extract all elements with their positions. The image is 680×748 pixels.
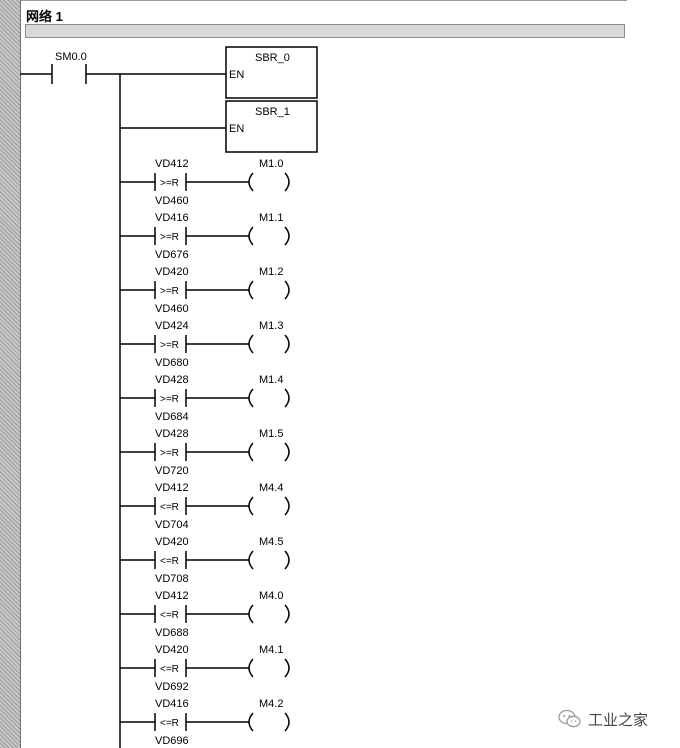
compare-input-2: VD692: [155, 681, 189, 693]
coil-label: M4.4: [259, 482, 283, 494]
compare-input-2: VD720: [155, 465, 189, 477]
coil-label: M1.5: [259, 428, 283, 440]
contact-sm0-0[interactable]: SM0.0: [20, 51, 120, 84]
output-coil[interactable]: M4.0: [248, 590, 290, 624]
compare-rung[interactable]: VD420 >=R VD460 M1.2: [120, 266, 290, 315]
compare-operator: <=R: [160, 502, 179, 513]
compare-rung[interactable]: VD412 <=R VD688 M4.0: [120, 590, 290, 639]
compare-rung[interactable]: VD412 <=R VD704 M4.4: [120, 482, 290, 531]
coil-label: M4.5: [259, 536, 283, 548]
compare-rung[interactable]: VD416 >=R VD676 M1.1: [120, 212, 290, 261]
compare-operator: >=R: [160, 394, 179, 405]
compare-input-1: VD416: [155, 698, 189, 710]
compare-input-1: VD412: [155, 482, 189, 494]
compare-input-1: VD428: [155, 374, 189, 386]
compare-input-1: VD416: [155, 212, 189, 224]
compare-operator: >=R: [160, 340, 179, 351]
compare-input-2: VD676: [155, 249, 189, 261]
compare-rung[interactable]: VD420 <=R VD708 M4.5: [120, 536, 290, 585]
compare-rung[interactable]: VD412 >=R VD460 M1.0: [120, 158, 290, 207]
compare-rung[interactable]: VD424 >=R VD680 M1.3: [120, 320, 290, 369]
compare-operator: >=R: [160, 232, 179, 243]
compare-operator: <=R: [160, 664, 179, 675]
compare-input-2: VD684: [155, 411, 189, 423]
output-coil[interactable]: M1.2: [248, 266, 290, 300]
contact-label: SM0.0: [55, 51, 87, 63]
output-coil[interactable]: M1.1: [248, 212, 290, 246]
network-comment-bar[interactable]: [25, 24, 625, 38]
coil-label: M4.0: [259, 590, 283, 602]
compare-input-2: VD680: [155, 357, 189, 369]
compare-input-2: VD688: [155, 627, 189, 639]
coil-label: M4.2: [259, 698, 283, 710]
compare-rung[interactable]: VD428 >=R VD684 M1.4: [120, 374, 290, 423]
power-rail: [0, 0, 21, 748]
network-header-line: [21, 0, 627, 1]
watermark: 工业之家: [558, 708, 648, 730]
output-coil[interactable]: M1.5: [248, 428, 290, 462]
output-coil[interactable]: M1.0: [248, 158, 290, 192]
sbr-0-box[interactable]: SBR_0 EN: [120, 46, 318, 99]
compare-rung[interactable]: VD416 <=R VD696 M4.2: [120, 698, 290, 747]
compare-operator: <=R: [160, 610, 179, 621]
output-coil[interactable]: M4.1: [248, 644, 290, 678]
coil-label: M1.0: [259, 158, 283, 170]
coil-label: M1.2: [259, 266, 283, 278]
compare-operator: >=R: [160, 178, 179, 189]
sbr-1-title: SBR_1: [255, 106, 290, 118]
sbr-0-en: EN: [229, 69, 244, 81]
compare-input-1: VD420: [155, 536, 189, 548]
compare-input-1: VD420: [155, 266, 189, 278]
sbr-1-en: EN: [229, 123, 244, 135]
coil-label: M1.4: [259, 374, 283, 386]
compare-rung[interactable]: VD420 <=R VD692 M4.1: [120, 644, 290, 693]
coil-label: M1.1: [259, 212, 283, 224]
watermark-text: 工业之家: [588, 711, 649, 729]
coil-label: M1.3: [259, 320, 283, 332]
compare-input-2: VD708: [155, 573, 189, 585]
network-title: 网络 1: [26, 9, 63, 24]
compare-input-1: VD420: [155, 644, 189, 656]
output-coil[interactable]: M4.4: [248, 482, 290, 516]
compare-operator: <=R: [160, 718, 179, 729]
compare-input-1: VD428: [155, 428, 189, 440]
wechat-icon: [558, 709, 581, 728]
compare-input-2: VD704: [155, 519, 189, 531]
compare-input-1: VD412: [155, 158, 189, 170]
compare-input-2: VD460: [155, 303, 189, 315]
sbr-0-title: SBR_0: [255, 52, 290, 64]
compare-input-2: VD460: [155, 195, 189, 207]
compare-operator: <=R: [160, 556, 179, 567]
compare-input-1: VD412: [155, 590, 189, 602]
sbr-1-box[interactable]: SBR_1 EN: [120, 100, 318, 153]
compare-input-2: VD696: [155, 735, 189, 747]
coil-label: M4.1: [259, 644, 283, 656]
compare-rung[interactable]: VD428 >=R VD720 M1.5: [120, 428, 290, 477]
output-coil[interactable]: M1.3: [248, 320, 290, 354]
compare-input-1: VD424: [155, 320, 189, 332]
compare-operator: >=R: [160, 448, 179, 459]
output-coil[interactable]: M1.4: [248, 374, 290, 408]
output-coil[interactable]: M4.5: [248, 536, 290, 570]
compare-operator: >=R: [160, 286, 179, 297]
output-coil[interactable]: M4.2: [248, 698, 290, 732]
